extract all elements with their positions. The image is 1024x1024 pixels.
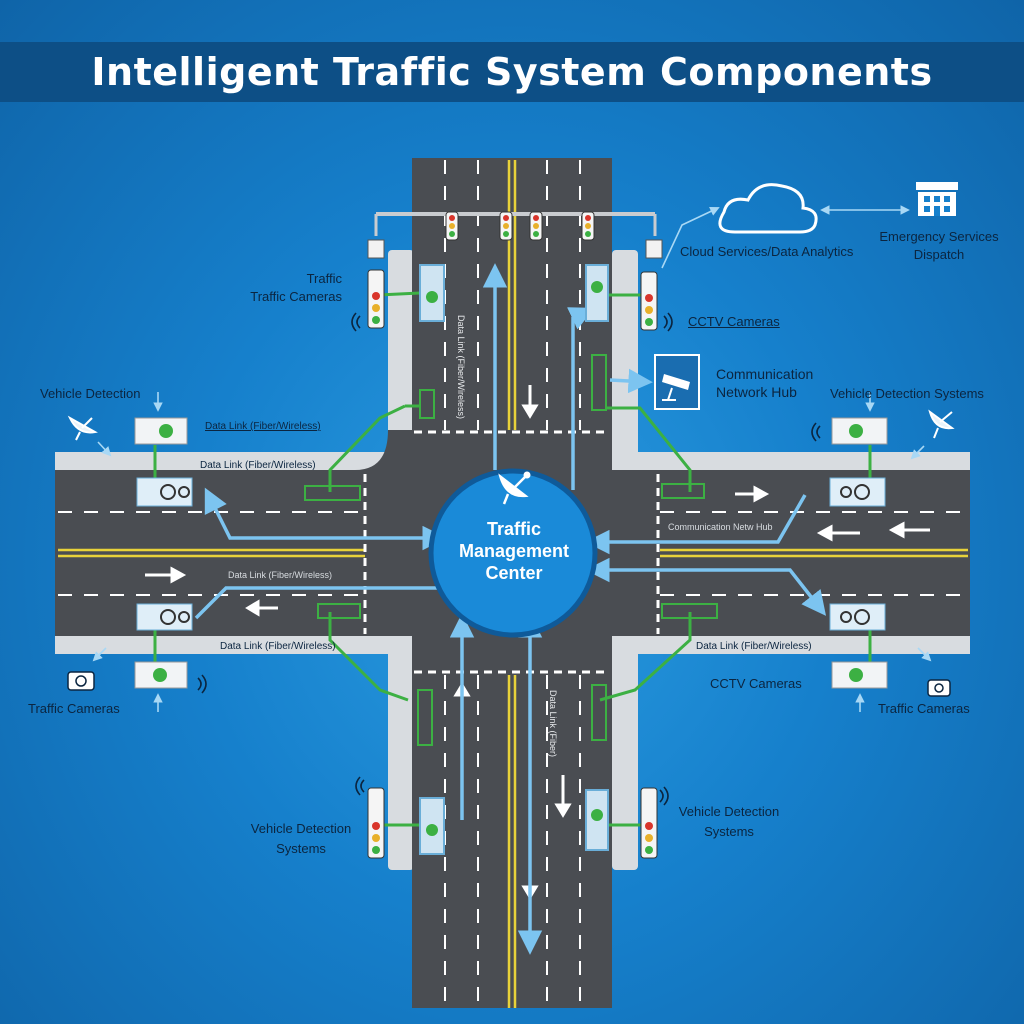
signal-gantry bbox=[367, 212, 663, 259]
label-comm-hub-road: Communication Netw Hub bbox=[668, 522, 773, 532]
label-traffic-cameras-bottom-left: Traffic Cameras bbox=[28, 701, 120, 716]
label-data-link-left-upper: Data Link (Fiber/Wireless) bbox=[200, 460, 316, 471]
cloud-icon bbox=[718, 183, 818, 234]
diagram-title: Intelligent Traffic System Components bbox=[91, 50, 933, 94]
sidewalks bbox=[55, 250, 970, 870]
satellite-dish-icons bbox=[67, 409, 955, 441]
service-links bbox=[92, 205, 932, 712]
traffic-management-center[interactable] bbox=[428, 468, 598, 638]
lane-arrows bbox=[145, 385, 930, 900]
label-data-link-left-mid: Data Link (Fiber/Wireless) bbox=[228, 570, 333, 580]
comm-hub-camera bbox=[654, 354, 700, 410]
building-icon bbox=[916, 182, 958, 216]
label-data-link-left-lower: Data Link (Fiber/Wireless) bbox=[220, 641, 336, 652]
gantry-signals bbox=[445, 211, 595, 241]
cctv-icons bbox=[67, 671, 951, 697]
detection-units bbox=[134, 417, 888, 689]
label-vehicle-detection-bottom-right: Vehicle Detection Systems bbox=[678, 804, 780, 839]
label-traffic-cameras-bottom-right: Traffic Cameras bbox=[878, 701, 970, 716]
label-traffic-cameras-top-left: Traffic Traffic Cameras bbox=[250, 271, 342, 304]
label-cctv-top: CCTV Cameras bbox=[688, 314, 780, 329]
wireless-icons bbox=[197, 312, 821, 806]
label-data-link-right-lower: Data Link (Fiber/Wireless) bbox=[696, 641, 812, 652]
label-communication-hub: Communication Network Hub bbox=[716, 366, 814, 400]
label-vehicle-detection-left: Vehicle Detection bbox=[40, 386, 141, 401]
label-road-vertical-top: Data Link (Fiber/Wireless) bbox=[456, 315, 466, 420]
label-vehicle-detection-right: Vehicle Detection Systems bbox=[830, 386, 984, 401]
vertical-sensors bbox=[417, 264, 609, 855]
horizontal-sensors bbox=[304, 483, 718, 619]
label-cloud-services: Cloud Services/Data Analytics bbox=[680, 244, 854, 259]
label-road-vertical-bottom: Data Link (Fiber) bbox=[548, 690, 558, 758]
pole-signals bbox=[367, 269, 658, 859]
label-data-link-top-left-small: Data Link (Fiber/Wireless) bbox=[205, 421, 321, 432]
local-links bbox=[153, 291, 872, 827]
label-vehicle-detection-bottom-left: Vehicle Detection Systems bbox=[250, 821, 352, 856]
tmc-label: Traffic Management Center bbox=[458, 519, 570, 583]
label-emergency-services: Emergency Services Dispatch bbox=[879, 229, 999, 262]
data-links bbox=[194, 263, 827, 955]
title-bar: Intelligent Traffic System Components bbox=[0, 42, 1024, 102]
satellite-dish-icon bbox=[498, 471, 531, 505]
camera-units bbox=[136, 477, 886, 631]
label-cctv-bottom-right: CCTV Cameras bbox=[710, 676, 802, 691]
